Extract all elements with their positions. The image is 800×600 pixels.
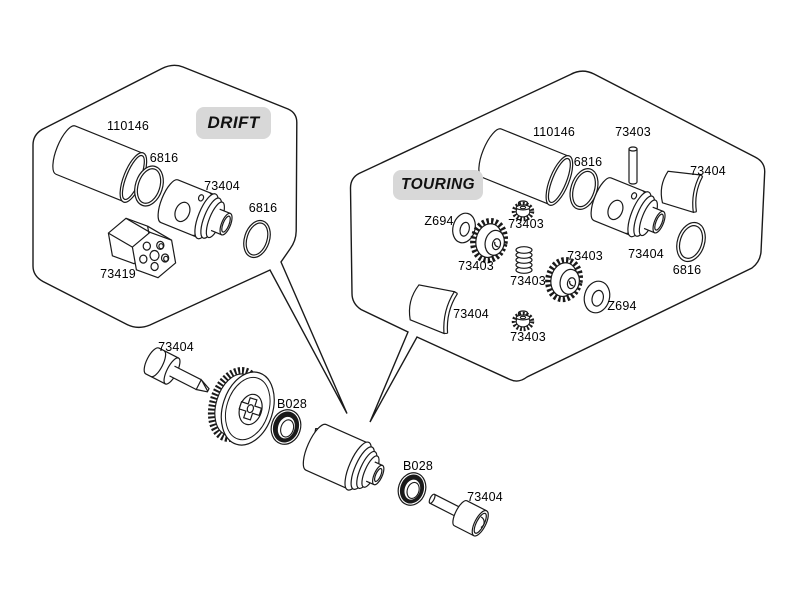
part-bearing-b028-right [397,472,427,506]
part-label-touring-bevel-right: 73403 [567,249,603,263]
part-pinion-73403-top [511,200,535,222]
part-oring-6816-drift-2 [243,219,271,259]
part-label-touring-pinion-bottom: 73403 [510,330,546,344]
part-label-drift-hex-adapter: 73419 [100,267,136,281]
drift-badge: DRIFT [196,107,271,139]
part-label-touring-pinion-top: 73403 [508,217,544,231]
part-label-drift-diff-joint: 73404 [204,179,240,193]
part-label-touring-bevel-left: 73403 [458,259,494,273]
part-label-touring-plate-bottom: 73404 [453,307,489,321]
part-washer-z694-right [583,280,611,314]
part-label-touring-washer-left: Z694 [424,214,454,228]
part-diff-joint-73404-drift [157,179,233,240]
touring-callout-bubble [349,70,766,423]
part-label-touring-plate-top: 73404 [690,164,726,178]
part-bearing-b028-left [270,409,302,445]
part-label-outdrive-front: 73404 [158,340,194,354]
touring-badge: TOURING [393,170,483,200]
part-spring-73403 [515,246,533,274]
part-label-bearing-left: B028 [277,397,307,411]
part-oring-6816-touring-2 [676,221,706,263]
part-diff-joint-73404-touring [590,177,666,238]
part-plate-73404-bottom [408,284,458,335]
part-label-touring-oring-2: 6816 [672,263,702,277]
part-label-drift-oring-1: 6816 [149,151,179,165]
part-outdrive-73404-front [143,347,210,393]
part-pin-73403 [628,146,638,185]
part-cylinder-110146-touring [478,128,574,206]
drift-callout-bubble [32,64,348,414]
part-label-touring-diff-joint: 73404 [628,247,664,261]
part-oring-6816-drift-1 [134,165,164,207]
part-pulley [207,367,275,446]
part-bevel-gear-73403-right [545,256,583,303]
part-label-touring-cylinder: 110146 [533,125,575,139]
part-label-bearing-right: B028 [403,459,433,473]
part-cylinder-110146-drift [52,125,148,203]
part-spool-axle [302,423,385,491]
part-pinion-73403-bottom [511,310,535,332]
part-label-drift-cylinder: 110146 [107,119,149,133]
part-label-touring-pin: 73403 [615,125,651,139]
part-label-touring-spring: 73403 [510,274,546,288]
part-outdrive-73404-rear [428,493,489,537]
part-label-touring-oring-1: 6816 [573,155,603,169]
part-hex-adapter-73419 [107,217,177,279]
part-bevel-gear-73403-left [470,217,508,264]
part-plate-73404-top [660,170,704,214]
part-label-outdrive-rear: 73404 [467,490,503,504]
part-label-drift-oring-2: 6816 [248,201,278,215]
part-washer-z694-left [452,212,476,244]
part-label-touring-washer-right: Z694 [607,299,637,313]
